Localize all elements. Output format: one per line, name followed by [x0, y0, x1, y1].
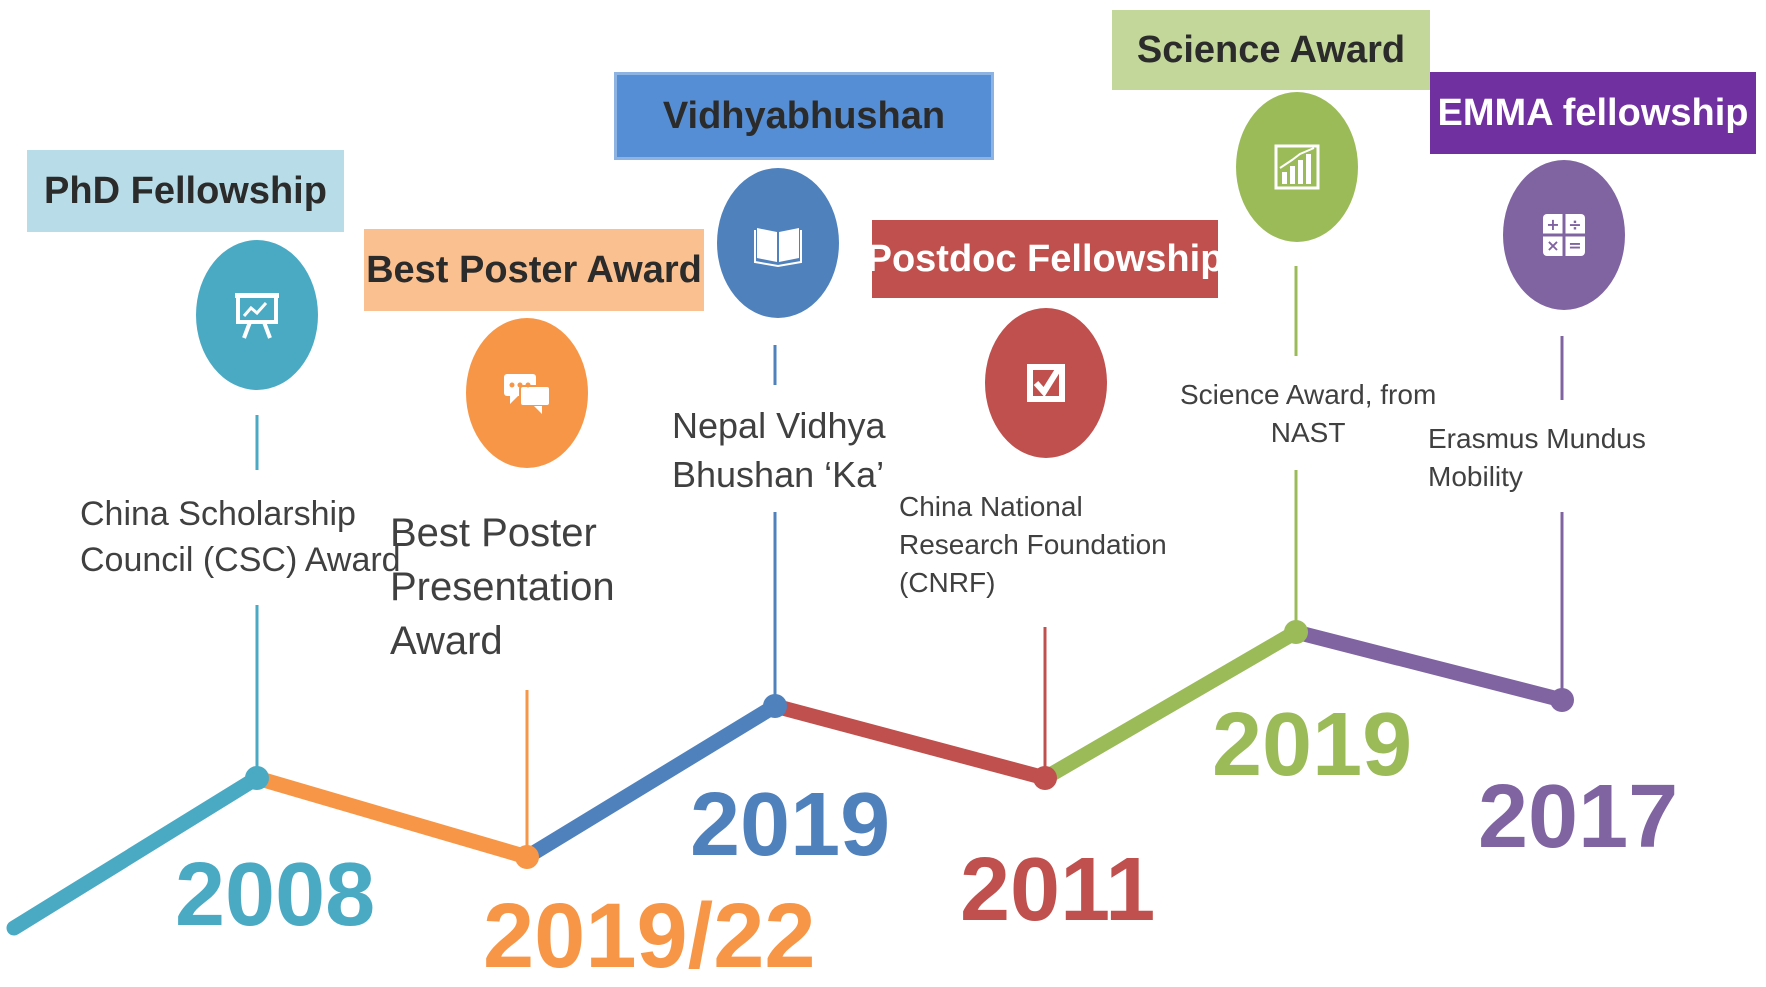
milestone-title-phd-fellowship: PhD Fellowship	[27, 150, 344, 232]
milestone-title-postdoc-fellowship: Postdoc Fellowship	[867, 220, 1223, 298]
description-line: Council (CSC) Award	[80, 540, 401, 579]
calculator-icon: + ÷ × =	[1503, 160, 1625, 310]
chat-bubbles-icon	[466, 318, 588, 468]
timeline-segment	[519, 698, 783, 865]
milestone-year: 2019	[1212, 695, 1413, 795]
milestone-description: China Scholarship Council (CSC) Award	[80, 492, 401, 584]
timeline-segment	[767, 698, 1053, 786]
description-line: Nepal Vidhya	[672, 405, 886, 446]
description-line: Award	[390, 619, 503, 663]
description-line: (CNRF)	[899, 566, 996, 598]
timeline-dot	[515, 845, 539, 869]
milestone-description: Erasmus Mundus Mobility	[1428, 420, 1646, 496]
svg-text:=: =	[1568, 236, 1581, 255]
timeline-segment	[6, 770, 265, 936]
description-line: Research Foundation	[899, 528, 1167, 560]
milestone-title-science-award: Science Award	[1112, 10, 1430, 90]
milestone-year: 2011	[960, 840, 1156, 940]
description-line: Best Poster	[390, 511, 597, 555]
milestone-title-emma-fellowship: EMMA fellowship	[1430, 72, 1756, 154]
milestone-description: Science Award, from NAST	[1180, 376, 1436, 452]
milestone-title-best-poster-award: Best Poster Award	[364, 229, 704, 311]
description-line: Mobility	[1428, 460, 1523, 492]
milestone-year: 2019	[690, 775, 891, 875]
description-line: China National	[899, 491, 1083, 522]
milestone-title-vidhyabhushan: Vidhyabhushan	[614, 72, 994, 160]
milestone-description: Best Poster Presentation Award	[390, 506, 615, 668]
description-line: Erasmus Mundus	[1428, 423, 1646, 454]
timeline-dot	[1284, 620, 1308, 644]
svg-text:×: ×	[1546, 236, 1559, 255]
timeline-segment	[249, 770, 535, 865]
checkbox-icon	[985, 308, 1107, 458]
timeline-segment	[1037, 624, 1304, 786]
timeline-dot	[1033, 766, 1057, 790]
timeline-dot	[1550, 688, 1574, 712]
description-line: China Scholarship	[80, 495, 356, 533]
bar-chart-icon	[1236, 92, 1358, 242]
timeline-segment	[1288, 624, 1570, 708]
svg-text:÷: ÷	[1568, 215, 1581, 234]
description-line: Science Award, from	[1180, 379, 1437, 410]
milestone-description: Nepal Vidhya Bhushan ‘Ka’	[672, 402, 886, 499]
timeline-dot	[245, 766, 269, 790]
description-line: NAST	[1270, 416, 1346, 448]
milestone-year: 2019/22	[483, 885, 816, 987]
milestone-description: China National Research Foundation (CNRF…	[899, 488, 1167, 601]
description-line: Bhushan ‘Ka’	[672, 453, 885, 495]
svg-text:+: +	[1546, 215, 1559, 234]
milestone-year: 2017	[1478, 767, 1679, 867]
description-line: Presentation	[390, 565, 615, 609]
presentation-board-icon	[196, 240, 318, 390]
milestone-year: 2008	[175, 845, 376, 945]
book-icon	[717, 168, 839, 318]
timeline-dot	[763, 694, 787, 718]
